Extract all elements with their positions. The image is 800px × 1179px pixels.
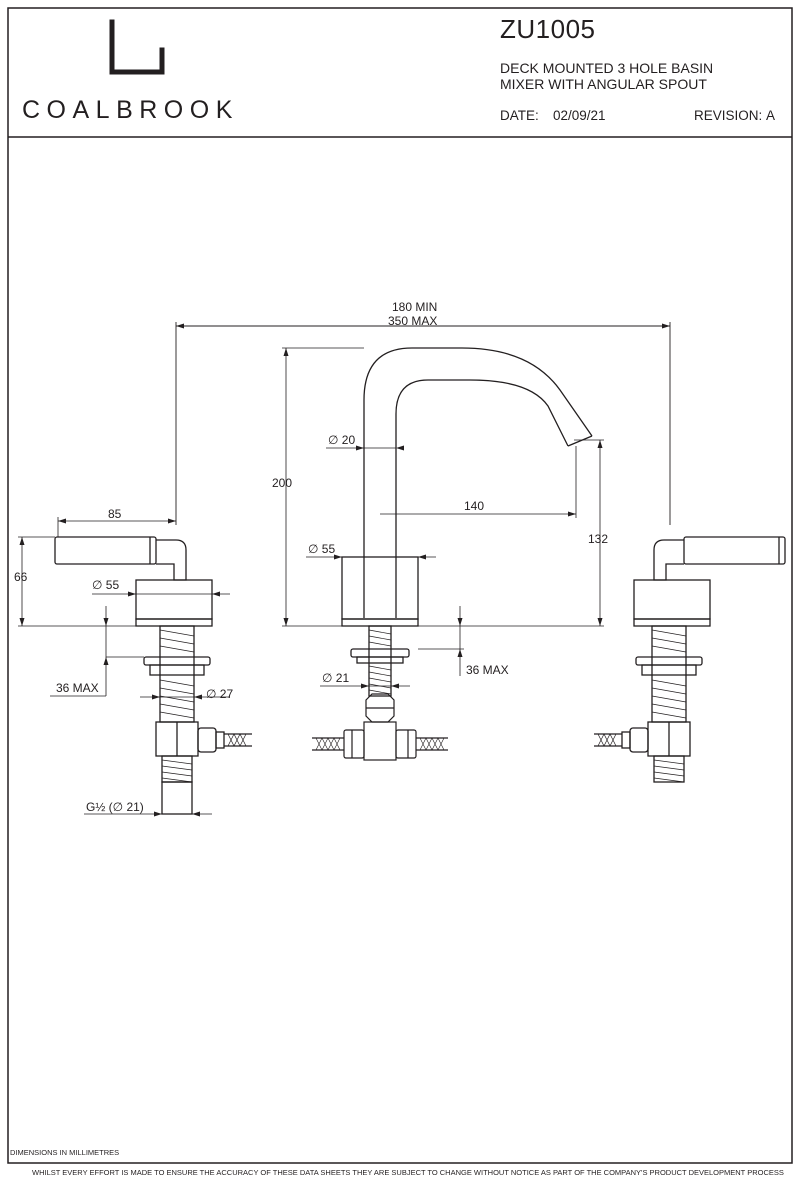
- spout-thread-hatching: [368, 629, 392, 695]
- right-handle-valve: [653, 536, 786, 581]
- spacing-dimension: [175, 322, 671, 525]
- left-handle-valve: [54, 536, 252, 815]
- disclaimer: WHILST EVERY EFFORT IS MADE TO ENSURE TH…: [32, 1168, 784, 1177]
- left-handle-dimension-lines: [18, 517, 230, 817]
- product-description-line1: DECK MOUNTED 3 HOLE BASIN: [500, 60, 714, 76]
- brand-name: COALBROOK: [22, 96, 239, 124]
- date-label: DATE:: [500, 108, 539, 123]
- revision-value: A: [766, 108, 776, 123]
- dim-spout-reach: 140: [464, 499, 485, 513]
- sheet-border: [7, 7, 793, 1164]
- dim-handle-length: 85: [108, 507, 122, 521]
- dim-handle-base-diameter: ∅ 55: [92, 578, 120, 592]
- centre-hose-braid: [315, 737, 445, 751]
- right-thread-hatching: [597, 629, 687, 783]
- product-code: ZU1005: [500, 14, 596, 44]
- dim-inlet-thread: G½ (∅ 21): [86, 800, 144, 814]
- product-description-line2: MIXER WITH ANGULAR SPOUT: [500, 76, 707, 92]
- date-value: 02/09/21: [553, 108, 606, 123]
- dim-spout-height: 200: [272, 476, 293, 490]
- spout-dimension-lines: [282, 347, 604, 689]
- coalbrook-logo-mark: [109, 19, 165, 75]
- dim-centre-tail-diameter: ∅ 21: [322, 671, 350, 685]
- centre-connector: [312, 693, 448, 761]
- dim-deck-thickness-left: 36 MAX: [56, 681, 99, 695]
- dim-spout-base-diameter: ∅ 55: [308, 542, 336, 556]
- right-handle-body: [594, 579, 711, 783]
- left-thread-hatching: [159, 629, 247, 783]
- units-note: DIMENSIONS IN MILLIMETRES: [10, 1148, 120, 1157]
- dim-spout-diameter: ∅ 20: [328, 433, 356, 447]
- spout: [341, 347, 593, 697]
- dim-handle-height: 66: [14, 570, 28, 584]
- dim-spacing-min: 180 MIN: [392, 300, 438, 314]
- dim-deck-thickness-centre: 36 MAX: [466, 663, 509, 677]
- revision-label: REVISION:: [694, 108, 763, 123]
- dim-left-tail-diameter: ∅ 27: [206, 687, 234, 701]
- dim-spacing-max: 350 MAX: [388, 314, 438, 328]
- dim-spout-outlet-height: 132: [588, 532, 609, 546]
